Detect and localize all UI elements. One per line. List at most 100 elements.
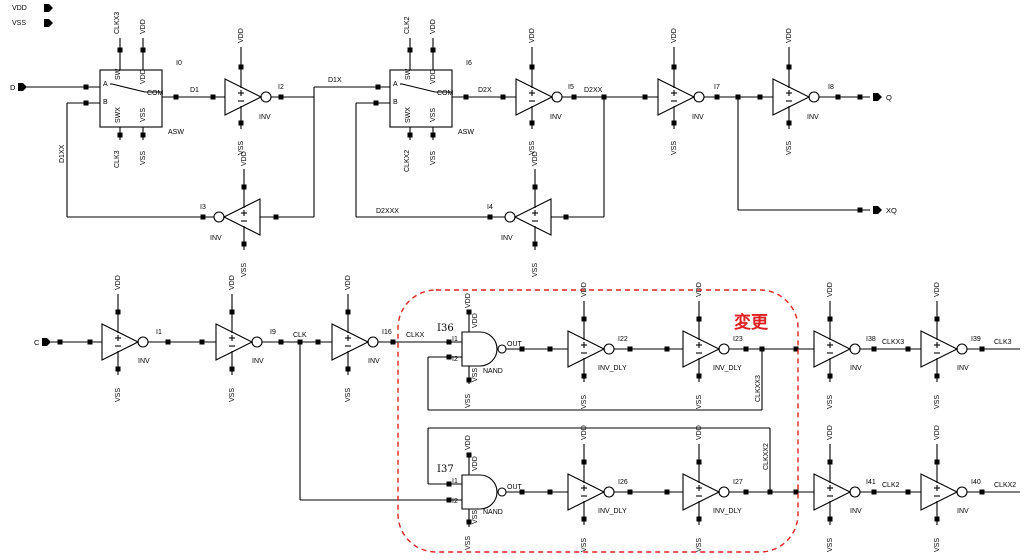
svg-text:I2: I2 <box>452 356 458 363</box>
svg-text:VDD: VDD <box>115 275 122 290</box>
svg-text:VDD: VDD <box>238 28 245 43</box>
inv-dly-i27: VDD VSS INV_DLY I27 <box>682 425 743 552</box>
inv-i41: VDD VSS INV I41 <box>813 425 876 552</box>
svg-text:VDD: VDD <box>827 425 834 440</box>
pin-q-label: Q <box>886 93 892 102</box>
svg-text:NAND: NAND <box>483 509 503 516</box>
svg-text:B: B <box>393 99 398 106</box>
svg-text:I16: I16 <box>382 329 392 336</box>
svg-text:VDD: VDD <box>696 425 703 440</box>
svg-text:VSS: VSS <box>581 538 588 552</box>
legend-vdd-label: VDD <box>12 5 27 12</box>
svg-text:SWX: SWX <box>115 107 122 123</box>
svg-text:VDD: VDD <box>532 151 539 166</box>
svg-text:VSS: VSS <box>465 394 472 408</box>
svg-text:VDD: VDD <box>934 282 941 297</box>
pin-xq-label: XQ <box>886 206 897 215</box>
inv-i9: VDD VSS INV I9 <box>215 275 276 402</box>
svg-text:VSS: VSS <box>786 141 793 155</box>
svg-text:I5: I5 <box>568 84 574 91</box>
svg-text:INV: INV <box>692 114 704 121</box>
net-clk: CLK <box>293 332 307 339</box>
inv-i39: VDD VSS INV I39 <box>920 282 981 409</box>
svg-text:VDD: VDD <box>241 151 248 166</box>
net-clk2: CLK2 <box>882 482 900 489</box>
svg-text:VSS: VSS <box>241 263 248 277</box>
svg-text:VSS: VSS <box>934 395 941 409</box>
net-d2xxx: D2XXX <box>376 208 399 215</box>
svg-text:VDD: VDD <box>140 19 147 34</box>
svg-text:VSS: VSS <box>345 388 352 402</box>
svg-text:CLKX2: CLKX2 <box>404 150 411 172</box>
net-clkx: CLKX <box>406 332 425 339</box>
inv-i40: VDD VSS INV I40 <box>920 425 981 552</box>
svg-text:I8: I8 <box>828 84 834 91</box>
svg-text:INV: INV <box>957 365 969 372</box>
svg-text:CLKX3: CLKX3 <box>114 12 121 34</box>
svg-text:VSS: VSS <box>115 388 122 402</box>
pin-d <box>18 83 27 91</box>
svg-text:VSS: VSS <box>430 108 437 122</box>
svg-text:INV_DLY: INV_DLY <box>713 365 742 372</box>
svg-text:INV: INV <box>210 235 222 242</box>
net-clkx3: CLKX3 <box>882 339 904 346</box>
svg-text:A: A <box>393 81 398 88</box>
svg-text:COM: COM <box>147 90 164 97</box>
inv-i2: VDD VSS INV I2 <box>224 28 284 155</box>
svg-text:VDD: VDD <box>430 19 437 34</box>
change-label: 変更 <box>734 312 769 333</box>
inv-i4: VDD VSS INV I4 <box>487 151 552 277</box>
inv-i3: VDD VSS INV I3 <box>200 151 261 277</box>
svg-text:VDD: VDD <box>472 313 479 328</box>
svg-text:INV_DLY: INV_DLY <box>598 508 627 515</box>
svg-text:VDD: VDD <box>581 425 588 440</box>
instance-i36: I36 <box>437 323 454 334</box>
inv-i38: VDD VSS INV I38 <box>813 282 876 409</box>
svg-text:SW: SW <box>405 68 412 80</box>
svg-text:I1: I1 <box>452 336 458 343</box>
net-clk3-out: CLK3 <box>994 339 1012 346</box>
svg-text:SW: SW <box>115 68 122 80</box>
svg-text:I23: I23 <box>733 336 743 343</box>
svg-text:VSS: VSS <box>229 388 236 402</box>
svg-text:I41: I41 <box>866 479 876 486</box>
svg-text:VSS: VSS <box>827 395 834 409</box>
svg-text:INV: INV <box>850 365 862 372</box>
svg-text:VDD: VDD <box>529 28 536 43</box>
inv-i7: VDD VSS INV I7 <box>657 28 720 155</box>
svg-text:INV_DLY: INV_DLY <box>598 365 627 372</box>
inv-dly-i22: VDD VSS INV_DLY I22 <box>567 282 628 409</box>
svg-text:VDD: VDD <box>465 293 472 308</box>
pin-xq <box>873 206 882 214</box>
svg-text:VSS: VSS <box>238 141 245 155</box>
svg-text:INV: INV <box>957 508 969 515</box>
svg-text:INV: INV <box>850 508 862 515</box>
svg-text:I2: I2 <box>278 84 284 91</box>
svg-text:VDD: VDD <box>345 275 352 290</box>
net-d1x: D1X <box>328 77 342 84</box>
svg-text:OUT: OUT <box>507 484 523 491</box>
svg-text:VDD: VDD <box>229 275 236 290</box>
pin-c <box>42 338 51 346</box>
svg-text:INV: INV <box>501 235 513 242</box>
svg-text:VSS: VSS <box>671 141 678 155</box>
asw-i6: A B COM ASW I6 SW VDD SWX VSS CLK2 VDD C… <box>356 16 474 172</box>
legend-vss: VSS <box>12 19 53 27</box>
svg-text:VSS: VSS <box>529 141 536 155</box>
svg-text:ASW: ASW <box>168 129 184 136</box>
svg-text:I3: I3 <box>200 204 206 211</box>
svg-text:INV: INV <box>368 358 380 365</box>
asw-i6-name: I6 <box>466 60 472 67</box>
inv-dly-i26: VDD VSS INV_DLY I26 <box>567 425 628 552</box>
svg-text:VSS: VSS <box>532 263 539 277</box>
svg-text:I1: I1 <box>156 329 162 336</box>
svg-text:CLK2: CLK2 <box>404 16 411 34</box>
svg-text:VDD: VDD <box>827 282 834 297</box>
pin-c-label: C <box>34 338 40 347</box>
inv-i5: VDD VSS INV I5 <box>515 28 574 155</box>
svg-text:INV_DLY: INV_DLY <box>713 508 742 515</box>
instance-i37: I37 <box>437 464 454 475</box>
svg-text:I40: I40 <box>971 479 981 486</box>
svg-text:I2: I2 <box>452 498 458 505</box>
